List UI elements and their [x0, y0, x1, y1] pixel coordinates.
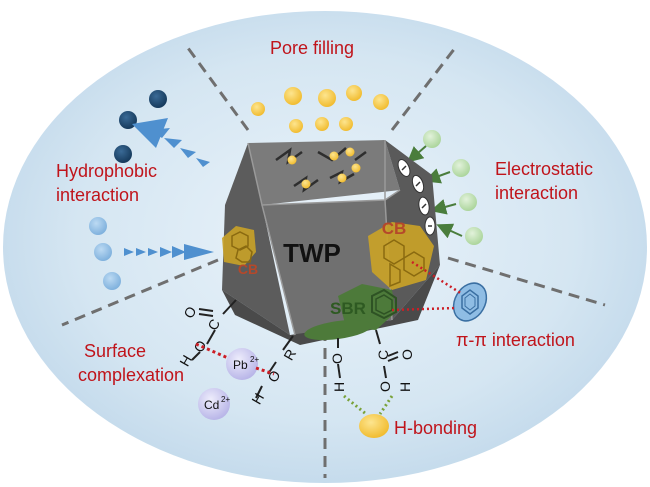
- yellow-dot: [346, 85, 362, 101]
- oh-o: O: [329, 353, 345, 364]
- label-hydrophobic-1: Hydrophobic: [56, 161, 157, 181]
- yellow-dot: [251, 102, 265, 116]
- hydrophobic-arrow-in: [124, 244, 214, 260]
- cooh2-oh-o: O: [377, 381, 393, 392]
- hydrophobic-arrow-out: [132, 118, 210, 167]
- cb-right-hex: [383, 239, 425, 288]
- pi-pi-molecule: [452, 282, 488, 322]
- cb-left-label: CB: [238, 261, 258, 277]
- oh-h: H: [331, 382, 347, 392]
- label-hydrophobic-2: interaction: [56, 185, 139, 205]
- minus-signs: [401, 165, 432, 227]
- label-electrostatic-2: interaction: [495, 183, 578, 203]
- pi-pi-dotted-links: [391, 260, 463, 312]
- twp-particle: TWP CB CB SBR: [222, 140, 440, 345]
- pore-filling-molecules: [251, 85, 389, 133]
- hydrophobic-light-molecules: [89, 217, 121, 290]
- twp-label: TWP: [283, 238, 341, 268]
- light-blue-dot: [89, 217, 107, 235]
- cd-ion: Cd 2+: [198, 388, 230, 420]
- sbr-label: SBR: [330, 299, 366, 318]
- sector-dividers: [61, 47, 606, 478]
- cooh2-c: C: [375, 350, 391, 360]
- cd-charge: 2+: [221, 395, 230, 404]
- cooh2-o: O: [399, 349, 415, 360]
- label-pore-filling: Pore filling: [270, 38, 354, 58]
- cooh2-h: H: [397, 382, 413, 392]
- navy-dot: [114, 145, 132, 163]
- label-surface-1: Surface: [84, 341, 146, 361]
- pore-molecules: [287, 147, 361, 189]
- electrostatic-molecules: [423, 130, 483, 245]
- cb-right-label: CB: [382, 219, 407, 238]
- label-electrostatic-1: Electrostatic: [495, 159, 593, 179]
- yellow-dot: [289, 119, 303, 133]
- particle-bottom-face: [222, 265, 440, 345]
- h-bond-links: [343, 394, 394, 416]
- yellow-dot: [284, 87, 302, 105]
- cb-right-patch: [368, 222, 434, 290]
- yellow-dot: [339, 117, 353, 131]
- pb-ion: Pb 2+: [226, 348, 259, 380]
- yellow-dot: [315, 117, 329, 131]
- particle-left-face: [222, 143, 290, 335]
- navy-dot: [149, 90, 167, 108]
- label-surface-2: complexation: [78, 365, 184, 385]
- green-dot: [459, 193, 477, 211]
- cd-symbol: Cd: [204, 398, 219, 412]
- electrostatic-arrows: [406, 145, 463, 239]
- light-blue-dot: [94, 243, 112, 261]
- label-h-bonding: H-bonding: [394, 418, 477, 438]
- cb-left-hex: [231, 231, 253, 263]
- pb-symbol: Pb: [233, 358, 248, 372]
- pb-charge: 2+: [250, 355, 259, 364]
- label-pi-pi: π-π interaction: [456, 330, 575, 350]
- yellow-dot: [373, 94, 389, 110]
- sbr-hex: [371, 288, 397, 320]
- green-dot: [465, 227, 483, 245]
- green-dot: [452, 159, 470, 177]
- green-dot: [423, 130, 441, 148]
- light-blue-dot: [103, 272, 121, 290]
- yellow-dot: [318, 89, 336, 107]
- mechanism-labels: Pore filling Hydrophobic interaction Ele…: [56, 38, 593, 438]
- sbr-bottom-pill: [304, 319, 372, 341]
- h-bond-molecule: [359, 414, 389, 438]
